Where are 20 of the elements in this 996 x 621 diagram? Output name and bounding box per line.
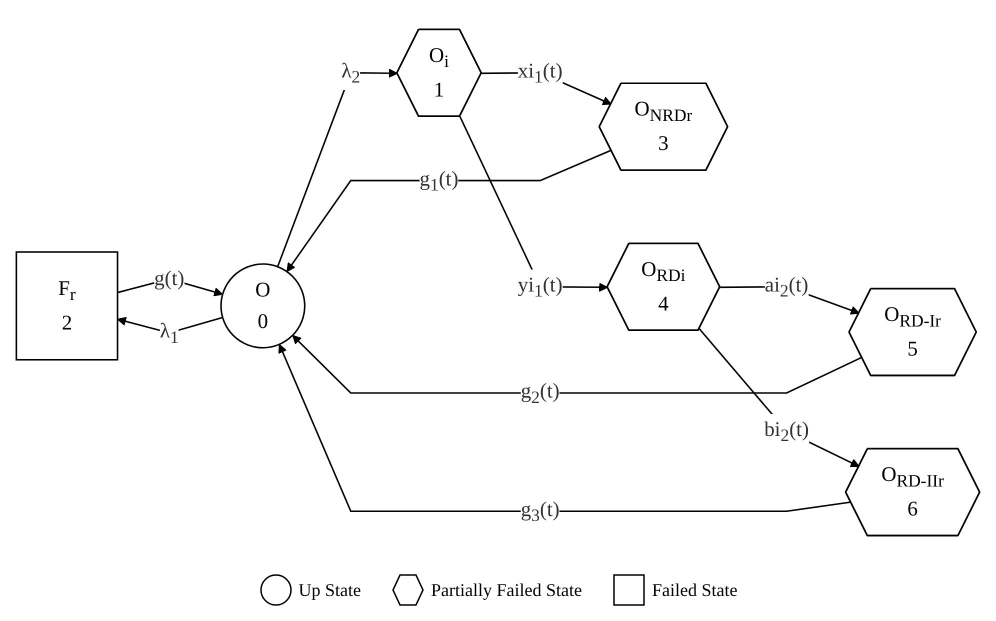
edge-label: g(t)	[154, 267, 184, 290]
arrow	[276, 68, 398, 268]
edge-label: g$_{2}$(t)	[520, 380, 560, 408]
legend-label: Up State	[298, 580, 362, 600]
node-circle: O 0	[220, 263, 306, 349]
arrow	[292, 334, 862, 394]
edge-label: ai$_{2}$(t)	[764, 274, 808, 301]
arrow	[278, 344, 851, 512]
edge-label: yi$_{1}$(t)	[518, 274, 563, 301]
edge-label: λ$_{1}$	[160, 320, 179, 347]
node-box: F$_{r}$ 2	[16, 251, 118, 361]
arrow	[698, 328, 860, 468]
legend-label: Failed State	[652, 580, 738, 600]
edge-label: bi$_{2}$(t)	[764, 418, 809, 446]
edge-label: g$_{1}$(t)	[420, 168, 458, 195]
edge-label: xi$_{1}$(t)	[518, 60, 563, 87]
arrow	[286, 150, 612, 272]
edge-label: g$_{3}$(t)	[520, 498, 560, 526]
edge-label: λ$_{2}$	[341, 60, 360, 87]
legend-label: Partially Failed State	[431, 580, 582, 600]
